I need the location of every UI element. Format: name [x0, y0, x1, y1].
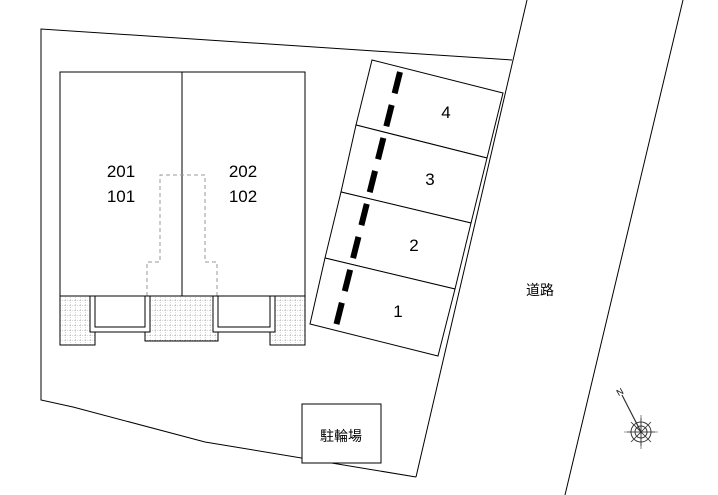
road-edge-left	[415, 0, 528, 478]
entrance-left-inner	[94, 295, 146, 328]
unit-labels-left: 201 101	[107, 159, 135, 209]
parking-label-3: 3	[425, 170, 435, 189]
lot-boundary	[40, 28, 513, 478]
compass-icon	[621, 394, 658, 449]
stairs-outline	[146, 174, 218, 296]
road-edge-right	[564, 0, 684, 495]
hatched-area-middle	[144, 295, 219, 342]
road-label: 道路	[526, 282, 554, 298]
unit-labels-right: 202 102	[229, 159, 257, 209]
unit-102: 102	[228, 187, 258, 206]
parking-label-2: 2	[409, 236, 419, 255]
unit-202: 202	[228, 162, 258, 181]
bicycle-parking-label: 駐輪場	[320, 428, 362, 444]
bicycle-parking	[301, 403, 382, 464]
entrance-right-inner	[217, 295, 271, 328]
unit-201: 201	[106, 162, 136, 181]
parking-label-1: 1	[393, 302, 403, 321]
hatched-area-right	[269, 295, 306, 346]
unit-101: 101	[106, 187, 136, 206]
parking-dashed-line	[333, 71, 403, 327]
hatched-area-left	[59, 295, 96, 346]
parking-label-4: 4	[441, 103, 451, 122]
